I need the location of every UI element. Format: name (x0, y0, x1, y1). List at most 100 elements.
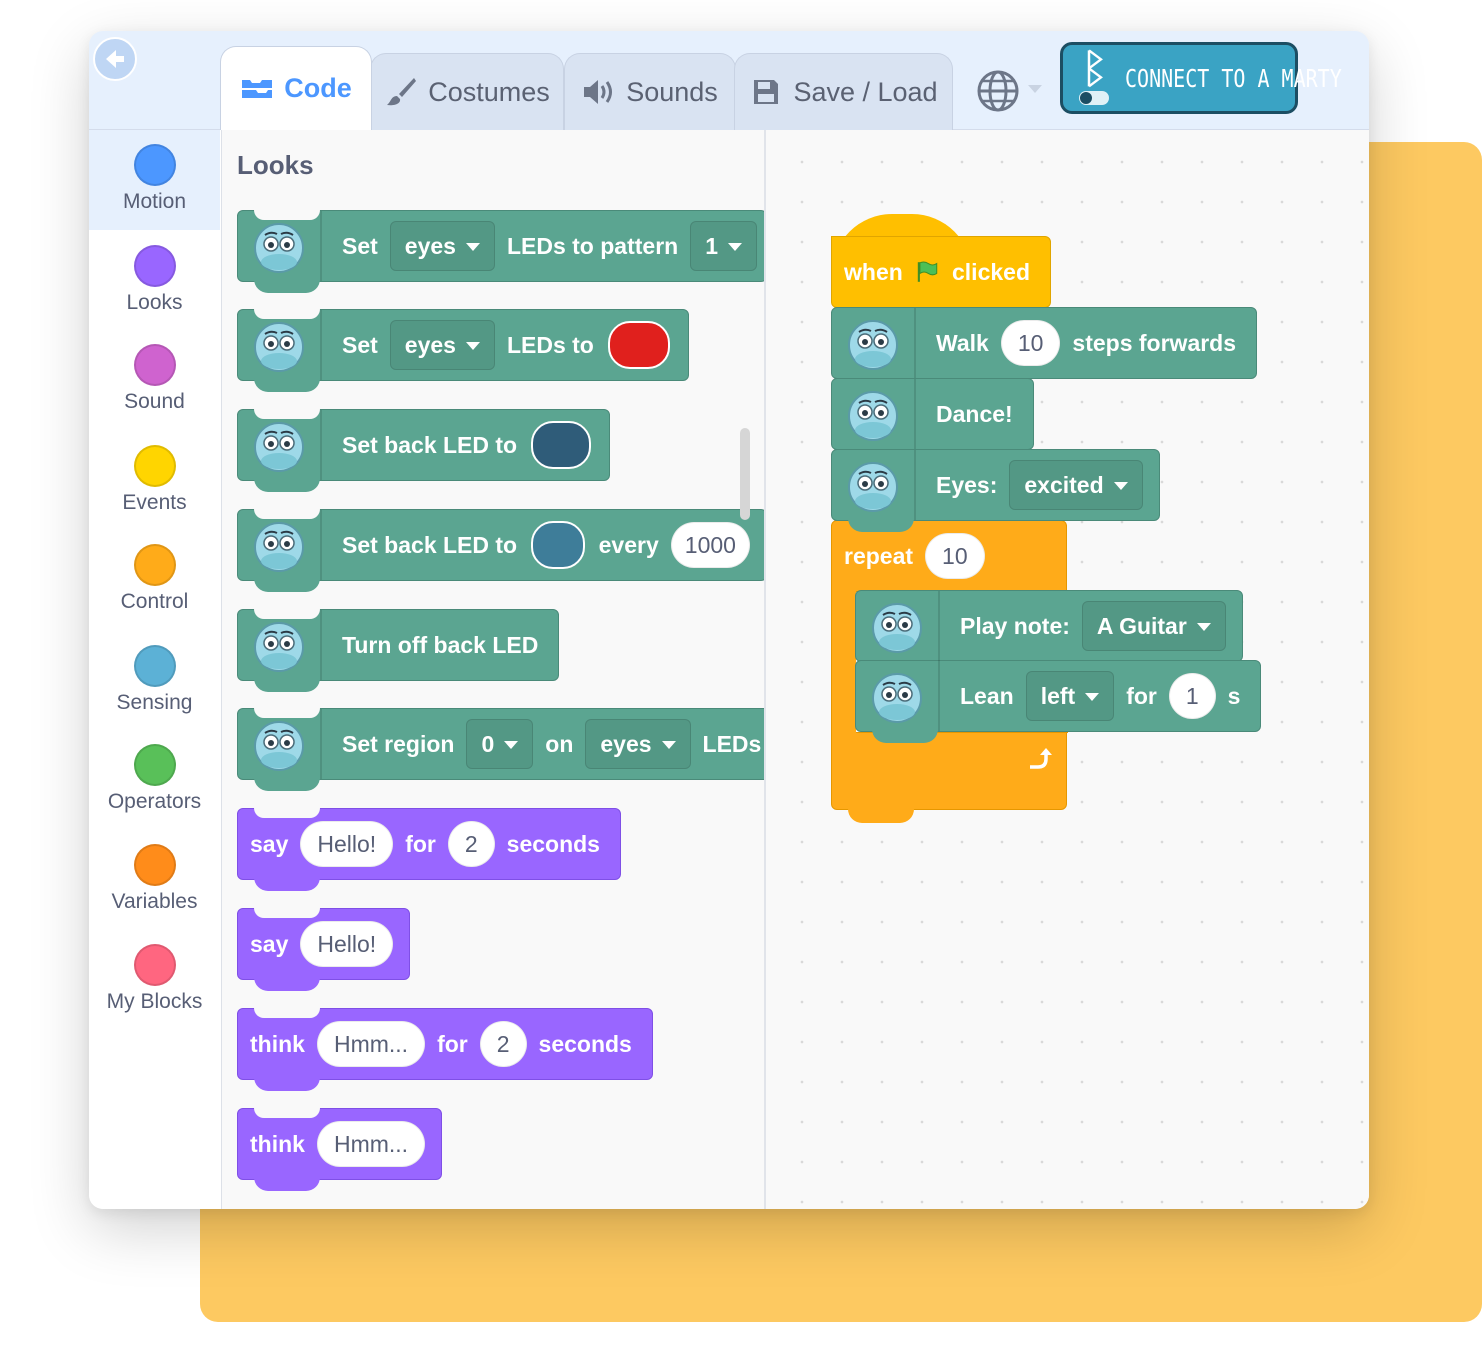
block-text: for (437, 1030, 468, 1057)
lean-seconds-input[interactable]: 1 (1168, 673, 1216, 719)
block-text: Set back LED to (342, 431, 518, 458)
color-swatch-red[interactable] (607, 321, 670, 369)
note-dropdown[interactable]: A Guitar (1081, 601, 1226, 651)
language-menu[interactable] (974, 67, 1022, 115)
palette-scrollbar[interactable] (740, 428, 750, 520)
category-looks[interactable]: Looks (89, 231, 220, 331)
sensing-dot-icon (133, 645, 176, 687)
tab-code[interactable]: Code (220, 46, 372, 130)
marty-face-wrap (238, 510, 322, 580)
block-palette: Looks Set eyes LEDs to pattern 1 Set eye… (222, 130, 766, 1209)
block-set-region[interactable]: Set region 0 on eyes LEDs (237, 708, 764, 791)
marty-face-wrap (238, 709, 322, 779)
category-label: Sensing (116, 691, 193, 714)
eyes-dropdown[interactable]: eyes (389, 221, 495, 271)
block-turn-off-back-led[interactable]: Turn off back LED (237, 609, 560, 692)
block-text: when (844, 258, 903, 285)
block-text: Eyes: (936, 471, 998, 498)
arrow-left-icon (106, 50, 124, 68)
operators-dot-icon (133, 744, 176, 786)
marty-face-icon (254, 422, 304, 472)
category-operators[interactable]: Operators (89, 730, 220, 830)
block-text: Play note: (960, 612, 1070, 639)
tab-sounds[interactable]: Sounds (564, 53, 736, 130)
block-lean[interactable]: Lean left for 1 s (855, 660, 1262, 743)
block-think[interactable]: think Hmm... (237, 1108, 443, 1191)
block-say-for-seconds[interactable]: say Hello! for 2 seconds (237, 808, 621, 891)
category-label: Operators (107, 790, 202, 813)
color-swatch-blue[interactable] (531, 521, 585, 569)
category-label: Motion (122, 190, 187, 213)
block-set-leds-color[interactable]: Set eyes LEDs to (237, 309, 689, 392)
block-set-leds-pattern[interactable]: Set eyes LEDs to pattern 1 (237, 210, 764, 293)
marty-face-icon (848, 320, 898, 370)
repeat-count-input[interactable]: 10 (925, 533, 985, 579)
connect-marty-button[interactable]: CONNECT TO A MARTY (1060, 42, 1342, 114)
steps-input[interactable]: 10 (1000, 320, 1061, 366)
motion-dot-icon (133, 144, 176, 186)
category-motion[interactable]: Motion (89, 130, 220, 230)
block-play-note[interactable]: Play note: A Guitar (855, 590, 1243, 673)
message-input[interactable]: Hello! (300, 821, 394, 867)
marty-face-icon (254, 522, 304, 572)
eyes-dropdown[interactable]: eyes (389, 320, 495, 370)
marty-face-icon (254, 721, 304, 771)
category-control[interactable]: Control (89, 530, 220, 630)
block-text: Walk (936, 329, 989, 356)
chevron-down-icon (1028, 85, 1042, 93)
block-when-flag-clicked[interactable]: when clicked (831, 236, 1051, 319)
dropdown-value: left (1040, 682, 1076, 709)
block-think-for-seconds[interactable]: think Hmm... for 2 seconds (237, 1008, 653, 1091)
category-sound[interactable]: Sound (89, 330, 220, 430)
dropdown-value: excited (1024, 471, 1104, 498)
block-set-back-led-every[interactable]: Set back LED to every 1000 (237, 509, 764, 592)
block-text: say (250, 830, 289, 857)
script-workspace[interactable]: repeat 10 when clicked Walk 10 st (766, 130, 1369, 1209)
tab-label: Sounds (626, 76, 718, 107)
block-eyes[interactable]: Eyes: excited (831, 449, 1160, 532)
block-text: Set (342, 331, 378, 358)
region-dropdown[interactable]: 0 (466, 719, 534, 769)
block-set-back-led[interactable]: Set back LED to (237, 409, 611, 492)
category-sensing[interactable]: Sensing (89, 631, 220, 731)
category-variables[interactable]: Variables (89, 830, 220, 930)
seconds-input[interactable]: 2 (479, 1021, 527, 1067)
seconds-input[interactable]: 2 (447, 821, 495, 867)
tab-label: Save / Load (793, 76, 938, 107)
message-input[interactable]: Hmm... (316, 1021, 426, 1067)
block-text: LEDs (702, 730, 762, 757)
eyes-expression-dropdown[interactable]: excited (1009, 460, 1143, 510)
category-events[interactable]: Events (89, 431, 220, 531)
block-walk[interactable]: Walk 10 steps forwards (831, 307, 1258, 390)
block-text: think (250, 1030, 305, 1057)
block-text: clicked (952, 258, 1030, 285)
loop-arrow-icon (1030, 748, 1052, 769)
category-menu: Motion Looks Sound Events Control Sensin… (89, 130, 222, 1209)
category-label: Events (122, 491, 187, 514)
tab-save-load[interactable]: Save / Load (734, 53, 953, 130)
tab-costumes[interactable]: Costumes (370, 53, 564, 130)
lean-direction-dropdown[interactable]: left (1025, 671, 1115, 721)
marty-face-wrap (832, 308, 916, 378)
message-input[interactable]: Hmm... (316, 1121, 426, 1167)
message-input[interactable]: Hello! (300, 921, 394, 967)
block-say[interactable]: say Hello! (237, 908, 411, 991)
marty-face-wrap (856, 661, 940, 731)
back-button[interactable] (93, 37, 137, 81)
dropdown-value: 0 (481, 730, 495, 757)
block-text: Set (342, 232, 378, 259)
interval-input[interactable]: 1000 (670, 522, 750, 568)
tab-label: Costumes (428, 76, 550, 107)
color-swatch-dark-blue[interactable] (531, 421, 592, 469)
sound-dot-icon (133, 344, 176, 386)
category-label: Control (120, 590, 189, 613)
block-dance[interactable]: Dance! (831, 378, 1034, 461)
dropdown-value: eyes (404, 331, 456, 358)
category-my-blocks[interactable]: My Blocks (89, 930, 220, 1030)
green-flag-icon (917, 261, 938, 282)
pattern-dropdown[interactable]: 1 (690, 221, 757, 271)
block-text: LEDs to pattern (506, 232, 679, 259)
eyes-dropdown[interactable]: eyes (585, 719, 691, 769)
block-text: Set back LED to (342, 531, 518, 558)
block-text: for (405, 830, 436, 857)
